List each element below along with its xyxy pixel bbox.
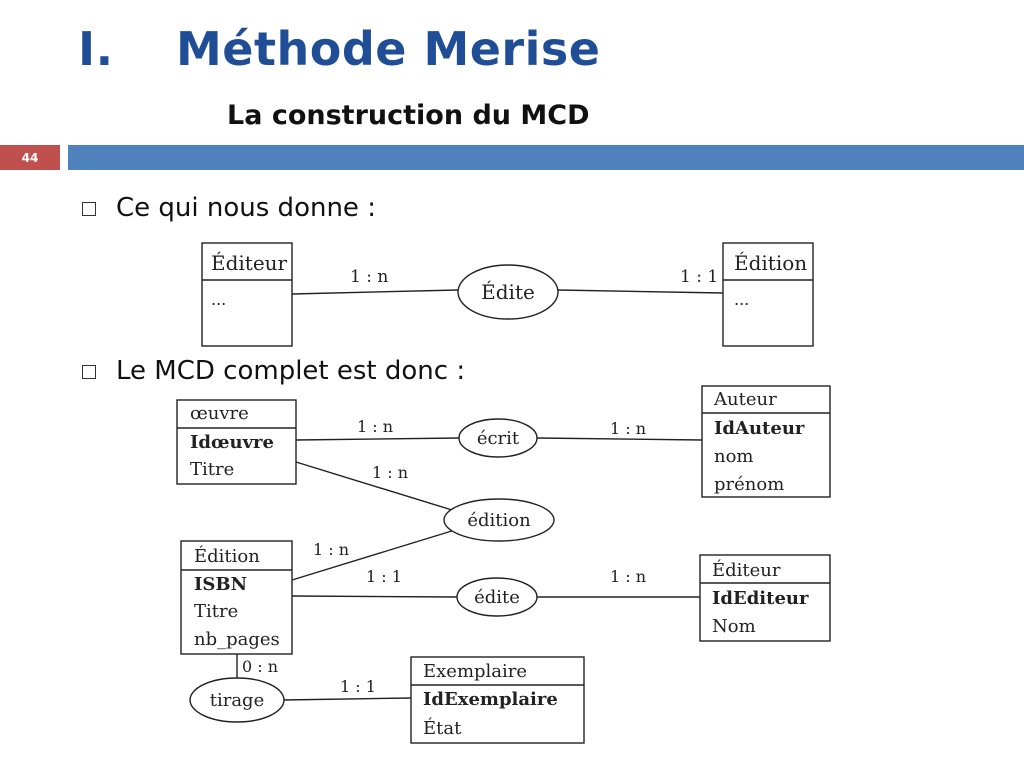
- relation-tirage: [189, 677, 285, 723]
- entity-exemplaire-name: Exemplaire: [423, 661, 527, 682]
- cardinality-exemplaire-tirage: 1 : 1: [340, 677, 376, 696]
- cardinality-right: 1 : 1: [680, 267, 718, 287]
- cardinality-oeuvre-ecrit: 1 : n: [357, 417, 393, 436]
- title-text: Méthode Merise: [176, 22, 601, 76]
- relation-edite-simple: [457, 264, 559, 320]
- entity-exemplaire-attr: État: [423, 716, 462, 739]
- entity-edition-simple: [722, 242, 814, 347]
- entity-editeur-attr: Nom: [712, 616, 756, 637]
- entity-exemplaire-key: IdExemplaire: [423, 689, 558, 710]
- entity-oeuvre: [176, 399, 297, 485]
- entity-edition-key: ISBN: [194, 574, 247, 595]
- entity-editeur-simple-attr: ...: [211, 290, 226, 309]
- bullet-item-2: Le MCD complet est donc :: [82, 356, 465, 386]
- entity-exemplaire: [410, 656, 585, 744]
- slide-number: 44: [21, 150, 39, 165]
- cardinality-left: 1 : n: [350, 267, 388, 287]
- bullet-item-1: Ce qui nous donne :: [82, 193, 376, 223]
- entity-edition-simple-name: Édition: [734, 251, 807, 275]
- entity-auteur-name: Auteur: [713, 389, 777, 410]
- diagram1-links: [291, 289, 724, 295]
- entity-edition: [180, 540, 293, 655]
- relation-edite-simple-label: Édite: [481, 280, 535, 304]
- square-bullet-icon: [82, 365, 96, 379]
- entity-auteur-key: IdAuteur: [714, 418, 805, 439]
- slide-title: I. Méthode Merise: [78, 22, 600, 76]
- cardinality-editeur-edite: 1 : n: [610, 567, 646, 586]
- title-number: I.: [78, 22, 114, 76]
- cardinality-oeuvre-edition: 1 : n: [372, 463, 408, 482]
- cardinality-edition-edite: 1 : 1: [366, 567, 402, 586]
- relation-edite: [456, 577, 538, 617]
- entity-oeuvre-name: œuvre: [190, 403, 249, 424]
- entity-oeuvre-attr: Titre: [190, 459, 234, 480]
- cardinality-edition-edition: 1 : n: [313, 540, 349, 559]
- relation-ecrit-label: écrit: [477, 428, 520, 449]
- entity-edition-name: Édition: [194, 544, 260, 567]
- entity-edition-attr-titre: Titre: [194, 601, 238, 622]
- entity-auteur-attr-prenom: prénom: [714, 474, 784, 495]
- relation-edite-label: édite: [474, 587, 520, 608]
- entity-editeur-name: Éditeur: [712, 558, 781, 581]
- slide-number-badge: 44: [0, 145, 60, 170]
- entity-auteur: [701, 385, 831, 498]
- entity-editeur-simple-name: Éditeur: [211, 251, 288, 275]
- entity-oeuvre-key: Idœuvre: [190, 432, 274, 453]
- entity-editeur-simple: [201, 242, 293, 347]
- relation-edition: [443, 498, 555, 542]
- entity-auteur-attr-nom: nom: [714, 446, 754, 467]
- relation-edition-label: édition: [467, 510, 531, 531]
- relation-tirage-label: tirage: [210, 690, 265, 711]
- entity-editeur-key: IdEditeur: [712, 588, 809, 609]
- bullet-text-1: Ce qui nous donne :: [116, 193, 376, 223]
- entity-edition-simple-attr: ...: [734, 290, 749, 309]
- slide-subtitle: La construction du MCD: [227, 100, 590, 131]
- square-bullet-icon: [82, 202, 96, 216]
- diagram2-links: [236, 437, 703, 701]
- cardinality-auteur-ecrit: 1 : n: [610, 419, 646, 438]
- bullet-text-2: Le MCD complet est donc :: [116, 356, 466, 386]
- cardinality-edition-tirage: 0 : n: [242, 657, 278, 676]
- header-divider-bar: [68, 145, 1024, 170]
- relation-ecrit: [458, 418, 538, 458]
- entity-editeur: [699, 554, 831, 642]
- entity-edition-attr-nbpages: nb_pages: [194, 629, 280, 650]
